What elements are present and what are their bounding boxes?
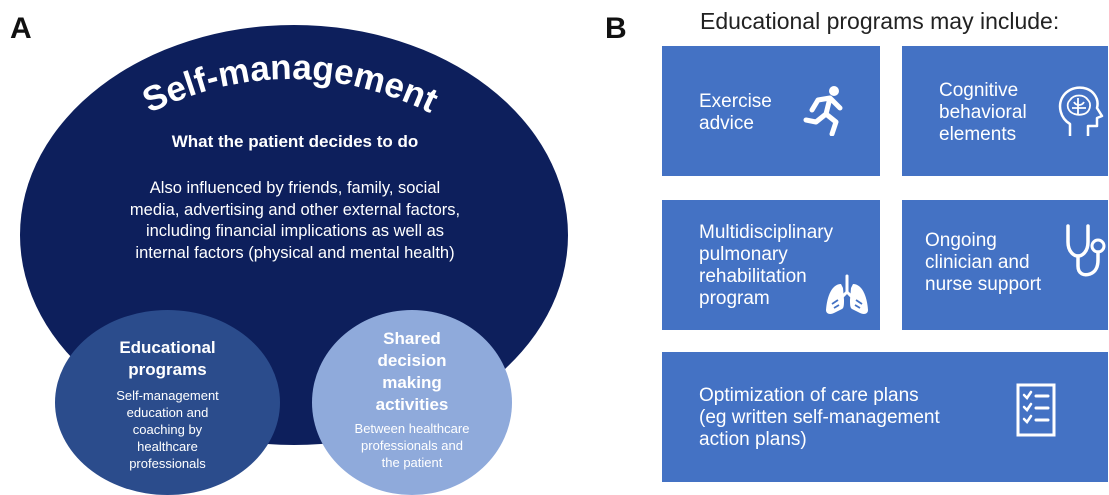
edu-title-line: programs <box>128 360 207 379</box>
box-line: action plans) <box>699 429 807 450</box>
edu-title-line: Educational <box>119 338 216 357</box>
shared-body-line: Between healthcare <box>354 421 470 436</box>
pulmonary-rehab-box: Multidisciplinary pulmonary rehabilitati… <box>662 200 880 330</box>
shared-title-line: Shared <box>383 329 441 348</box>
care-plans-box: Optimization of care plans (eg written s… <box>662 352 1108 482</box>
edu-body-line: coaching by <box>132 422 203 437</box>
box-line: Exercise <box>699 91 772 112</box>
edu-body-line: Self-management <box>116 388 219 403</box>
self-management-title: Self-management <box>137 48 444 121</box>
panel-b-label: B <box>605 12 627 45</box>
box-line: program <box>699 288 770 309</box>
shared-title-line: activities <box>375 395 449 414</box>
edu-body-line: professionals <box>129 456 206 471</box>
stethoscope-icon <box>1066 224 1106 277</box>
shared-title-line: making <box>382 373 442 392</box>
shared-decision-circle: Shared decision making activities Betwee… <box>312 310 512 495</box>
self-management-body: Also influenced by friends, family, soci… <box>129 179 461 262</box>
exercise-advice-box: Exercise advice <box>662 46 880 176</box>
box-line: Cognitive <box>939 80 1019 101</box>
box-line: behavioral <box>939 102 1027 123</box>
clinician-support-box: Ongoing clinician and nurse support <box>902 200 1108 330</box>
box-line: clinician and <box>925 252 1030 273</box>
panel-a-label: A <box>10 12 32 45</box>
edu-body-line: education and <box>126 405 209 420</box>
self-management-subtitle: What the patient decides to do <box>171 132 419 151</box>
box-line: Optimization of care plans <box>699 385 919 406</box>
svg-text:Self-management: Self-management <box>137 48 444 121</box>
box-line: Ongoing <box>925 230 997 251</box>
shared-body-line: the patient <box>381 455 443 470</box>
box-line: rehabilitation <box>699 266 807 287</box>
self-management-title-text: Self-management <box>137 48 444 121</box>
lungs-icon <box>826 274 868 314</box>
running-person-icon <box>803 86 843 136</box>
box-line: Multidisciplinary <box>699 222 834 243</box>
shared-title-line: decision <box>377 351 447 370</box>
edu-body-line: healthcare <box>137 439 198 454</box>
box-line: advice <box>699 113 754 134</box>
checklist-icon <box>1016 383 1056 437</box>
box-line: pulmonary <box>699 244 788 265</box>
brain-head-icon <box>1058 86 1104 136</box>
box-line: elements <box>939 124 1017 145</box>
box-line: nurse support <box>925 274 1042 295</box>
cognitive-behavioral-box: Cognitive behavioral elements <box>902 46 1108 176</box>
panel-b-title: Educational programs may include: <box>700 8 1060 34</box>
educational-programs-circle: Educational programs Self-management edu… <box>55 310 280 495</box>
shared-body-line: professionals and <box>361 438 463 453</box>
box-line: (eg written self-management <box>699 407 940 428</box>
